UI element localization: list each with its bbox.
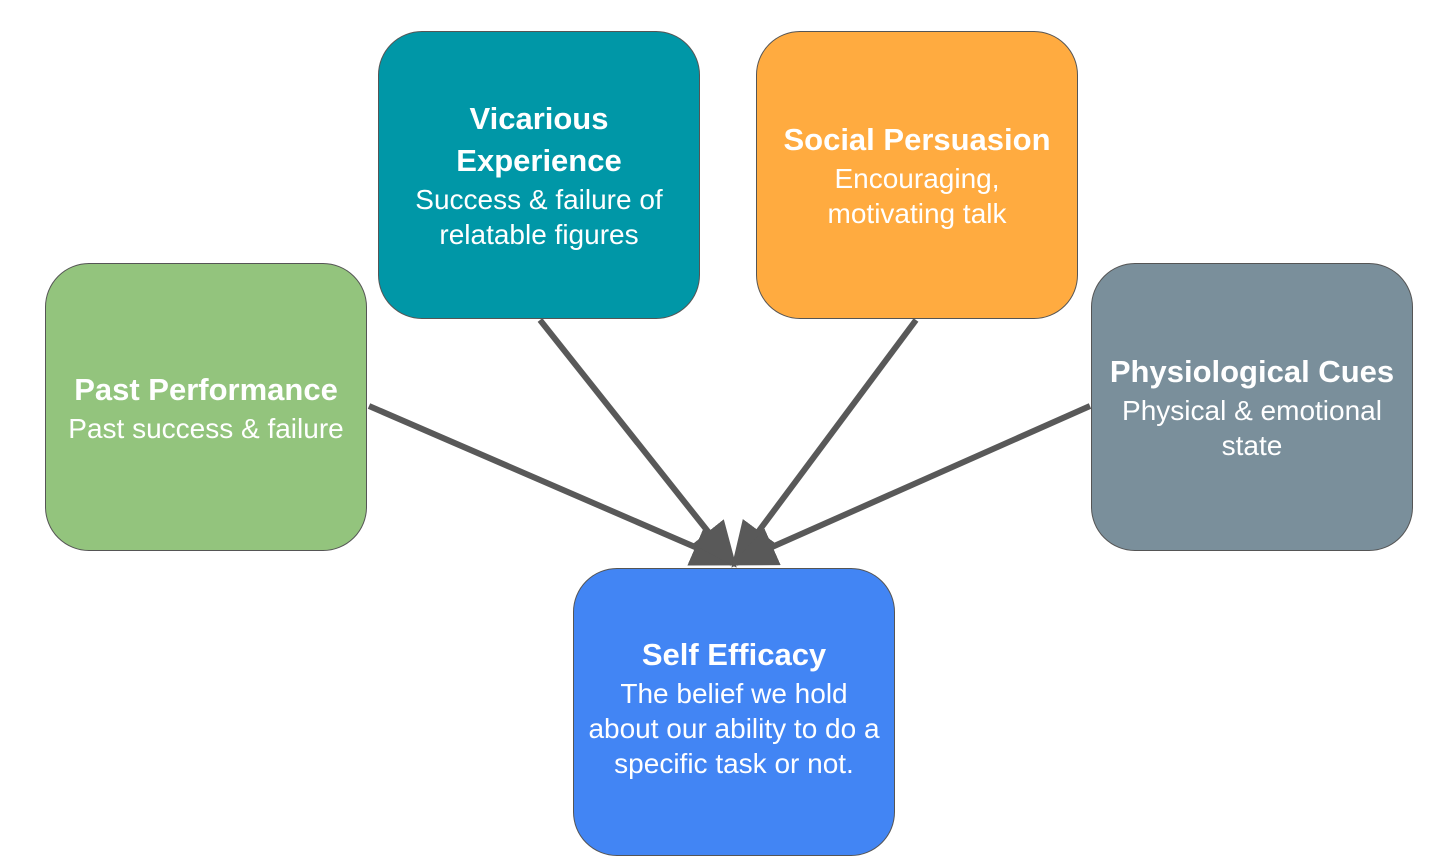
social-persuasion-title: Social Persuasion bbox=[783, 122, 1051, 157]
physiological-cues-title: Physiological Cues bbox=[1109, 354, 1395, 389]
past-performance-description: Past success & failure bbox=[68, 412, 344, 444]
past-performance-title: Past Performance bbox=[74, 371, 338, 407]
self-efficacy-description: The belief we hold about our ability to … bbox=[588, 677, 880, 779]
social-persuasion-description: Encouraging, motivating talk bbox=[827, 163, 1007, 229]
arrow-social-to-self bbox=[731, 318, 919, 568]
physiological-cues-description: Physical & emotional state bbox=[1122, 395, 1382, 461]
vicarious-experience-description: Success & failure of relatable figures bbox=[415, 184, 663, 250]
vicarious-experience-title: Vicarious Experience bbox=[456, 101, 622, 178]
social-persuasion-box: Social Persuasion Encouraging, motivatin… bbox=[756, 31, 1078, 319]
arrow-physio-to-self bbox=[730, 403, 1092, 566]
past-performance-box: Past Performance Past success & failure bbox=[45, 263, 367, 551]
arrow-past-to-self bbox=[367, 403, 738, 566]
arrow-vicarious-to-self bbox=[537, 318, 737, 568]
self-efficacy-title: Self Efficacy bbox=[641, 636, 827, 672]
self-efficacy-box: Self Efficacy The belief we hold about o… bbox=[573, 568, 895, 856]
physiological-cues-box: Physiological Cues Physical & emotional … bbox=[1091, 263, 1413, 551]
vicarious-experience-box: Vicarious Experience Success & failure o… bbox=[378, 31, 700, 319]
